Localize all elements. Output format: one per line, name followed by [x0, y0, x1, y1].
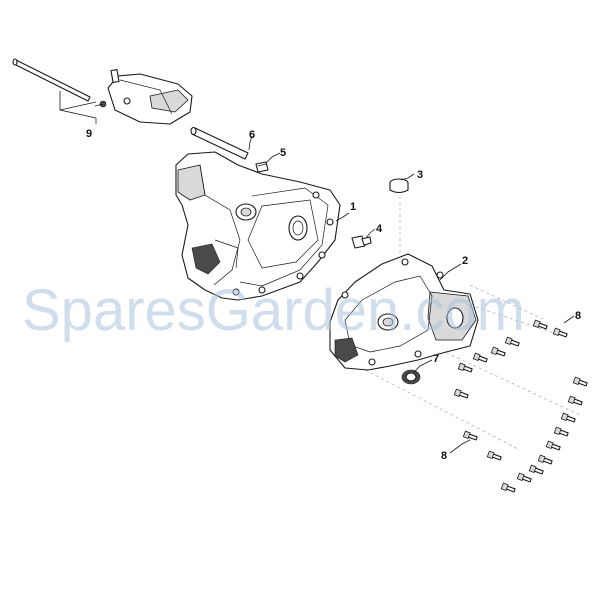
part-1-main-housing — [175, 151, 341, 301]
part-4-plug — [351, 235, 372, 249]
callout-8-upper: 8 — [575, 310, 581, 322]
bolt-icon — [545, 440, 561, 451]
bolt-icon — [532, 319, 548, 330]
bolt-icon — [528, 464, 544, 475]
callout-5: 5 — [280, 147, 286, 159]
alignment-lines — [364, 190, 581, 451]
part-2-side-cover — [329, 253, 479, 371]
leader-lines — [59, 91, 575, 454]
watermark-text: SparesGarden.com — [22, 278, 525, 343]
bolt-icon — [504, 336, 520, 347]
bolt-icon — [453, 388, 469, 399]
callout-2: 2 — [462, 255, 468, 267]
bolt-icon — [572, 376, 588, 387]
bolt-icon — [500, 482, 516, 493]
bolt-icon — [490, 346, 506, 357]
callout-6: 6 — [249, 129, 255, 141]
bolt-icon — [567, 395, 583, 406]
bolt-icon — [457, 362, 473, 373]
bolt-icon — [516, 472, 532, 483]
bolt-icon — [462, 430, 478, 441]
callout-9: 9 — [86, 128, 92, 140]
callout-8-lower: 8 — [441, 450, 447, 462]
callout-3: 3 — [417, 169, 423, 181]
part-6-shaft — [190, 126, 249, 160]
part-7-seal — [401, 369, 421, 385]
bolt-icon — [552, 327, 568, 338]
callout-1: 1 — [350, 201, 356, 213]
bolt-icon — [560, 412, 576, 423]
part-3-cap — [389, 178, 409, 194]
bolt-icon — [486, 450, 502, 461]
part-9-cover-assembly — [12, 58, 193, 125]
callout-7: 7 — [433, 353, 439, 365]
part-5-fitting — [255, 161, 269, 173]
bolt-icon — [553, 426, 569, 437]
callout-4: 4 — [376, 223, 383, 235]
part-8-bolts — [453, 319, 588, 493]
bolt-icon — [537, 454, 553, 465]
bolt-icon — [472, 352, 488, 363]
